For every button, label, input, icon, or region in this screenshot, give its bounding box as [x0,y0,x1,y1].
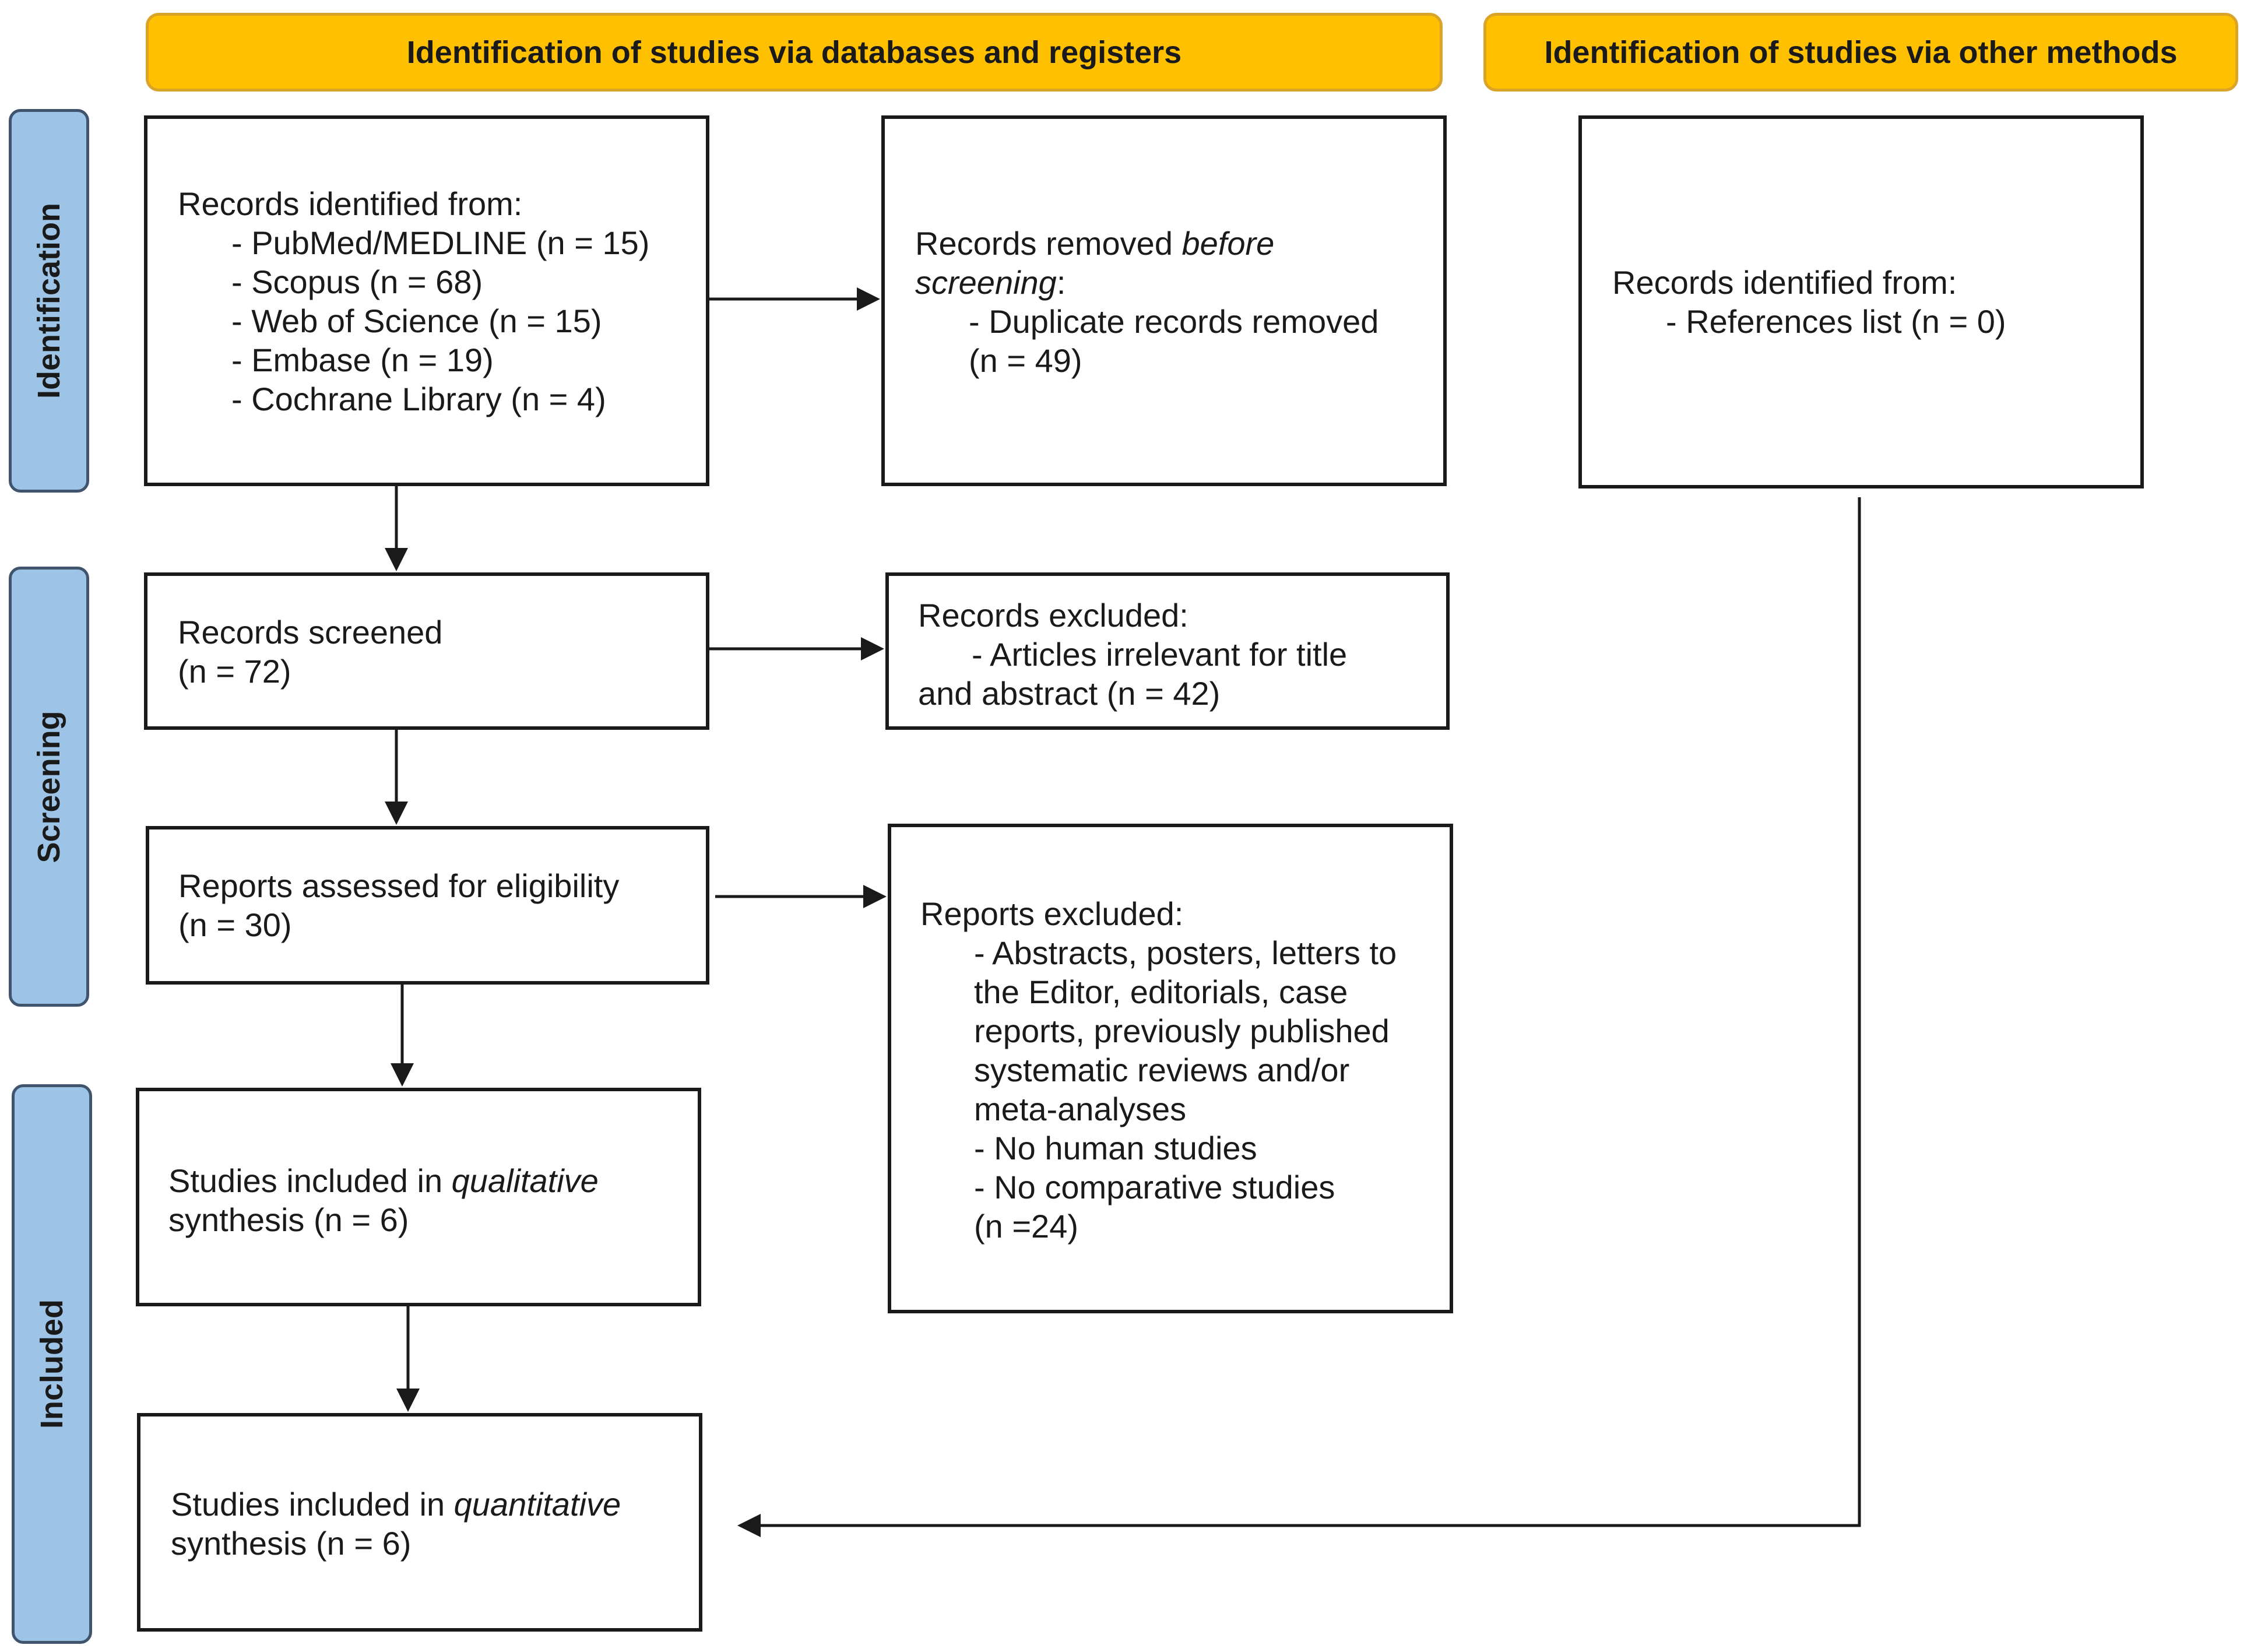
references-list: - References list (n = 0) [1666,303,2006,340]
records-screened-box: Records screened (n = 72) [144,572,709,730]
reports-assessed-box: Reports assessed for eligibility (n = 30… [146,826,709,985]
other-records-box: Records identified from: - References li… [1578,115,2144,488]
reports-excluded-line-8: (n =24) [974,1208,1078,1245]
arrow-other-to-quantitative [761,497,1861,1527]
arrowhead-qualitative [391,1063,414,1087]
reports-excluded-line-5: meta-analyses [974,1091,1187,1127]
header-other-methods-label: Identification of studies via other meth… [1544,34,2178,70]
reports-assessed-count: (n = 30) [178,906,292,943]
records-removed-title: Records removed before [915,225,1275,262]
quantitative-label: Studies included in quantitative [171,1486,621,1523]
arrowhead-quantitative [396,1389,420,1412]
reports-excluded-line-6: - No human studies [974,1130,1257,1166]
arrowhead-assessed [385,802,408,825]
records-excluded-box: Records excluded: - Articles irrelevant … [885,572,1450,730]
arrowhead-removed [857,287,880,311]
records-screened-count: (n = 72) [178,653,291,690]
stage-included: Included [12,1084,92,1644]
reports-excluded-title: Reports excluded: [920,895,1184,932]
records-removed-title-2: screening: [915,264,1066,301]
qualitative-synthesis-box: Studies included in qualitative synthesi… [136,1088,701,1306]
source-cochrane: - Cochrane Library (n = 4) [231,381,606,417]
source-web-of-science: - Web of Science (n = 15) [231,303,602,339]
records-excluded-reason: - Articles irrelevant for title [972,636,1348,673]
quantitative-synthesis-box: Studies included in quantitative synthes… [137,1413,702,1632]
reports-excluded-line-3: reports, previously published [974,1013,1390,1049]
reports-excluded-line-7: - No comparative studies [974,1169,1335,1205]
reports-excluded-line-2: the Editor, editorials, case [974,973,1348,1010]
records-excluded-count: and abstract (n = 42) [918,675,1221,712]
reports-assessed-label: Reports assessed for eligibility [178,867,620,904]
records-removed-box: Records removed before screening: - Dupl… [881,115,1447,486]
header-databases: Identification of studies via databases … [146,13,1443,92]
arrowhead-reports-excluded [863,885,887,908]
header-databases-label: Identification of studies via databases … [406,34,1182,70]
qualitative-count: synthesis (n = 6) [168,1201,409,1238]
duplicates-removed: - Duplicate records removed [969,303,1379,340]
stage-screening: Screening [9,567,89,1007]
reports-excluded-line-1: - Abstracts, posters, letters to [974,934,1397,971]
header-other-methods: Identification of studies via other meth… [1483,13,2238,92]
arrowhead-screened [385,548,408,571]
stage-identification: Identification [9,109,89,493]
arrowhead-records-excluded [861,637,884,660]
records-excluded-title: Records excluded: [918,597,1188,634]
reports-excluded-line-4: systematic reviews and/or [974,1052,1350,1088]
duplicates-count: (n = 49) [969,342,1082,379]
quantitative-count: synthesis (n = 6) [171,1525,412,1562]
records-identified-title: Records identified from: [178,185,523,222]
records-identified-box: Records identified from: - PubMed/MEDLIN… [144,115,709,486]
reports-excluded-box: Reports excluded: - Abstracts, posters, … [888,824,1453,1313]
source-scopus: - Scopus (n = 68) [231,263,483,300]
arrowhead-other-to-quantitative [737,1514,761,1537]
other-records-title: Records identified from: [1612,264,1957,301]
records-screened-label: Records screened [178,614,443,651]
qualitative-label: Studies included in qualitative [168,1162,599,1199]
source-embase: - Embase (n = 19) [231,342,494,378]
source-pubmed: - PubMed/MEDLINE (n = 15) [231,224,650,261]
